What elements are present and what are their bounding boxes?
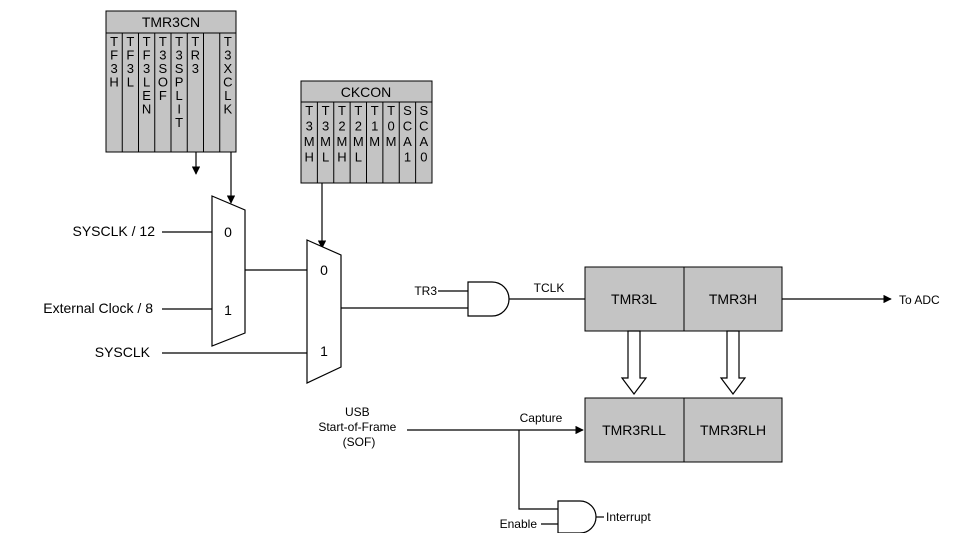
mux1-input1-label: 1 [224, 302, 232, 318]
tmr3h-label: TMR3H [709, 291, 757, 307]
timer-registers: TMR3L TMR3H [584, 266, 783, 332]
mux1-input0-label: 0 [224, 224, 232, 240]
to-adc-label: To ADC [899, 293, 940, 307]
usb-sof-label: USB Start-of-Frame (SOF) [318, 405, 399, 449]
ext-clock-div8-label: External Clock / 8 [43, 300, 153, 316]
interrupt-label: Interrupt [606, 510, 651, 524]
sysclk-label: SYSCLK [95, 344, 151, 360]
mux2-input1-label: 1 [320, 343, 328, 359]
tmr3cn-title: TMR3CN [142, 14, 200, 30]
mux1: 0 1 [211, 195, 246, 347]
capture-label: Capture [520, 411, 563, 425]
reload-registers: TMR3RLL TMR3RLH [584, 397, 783, 463]
tmr3rlh-label: TMR3RLH [700, 422, 766, 438]
usb-sof-line-1: USB [345, 405, 370, 419]
usb-sof-line-2: Start-of-Frame [318, 420, 396, 434]
tmr3l-to-tmr3rll-arrow [620, 330, 648, 395]
tmr3rll-label: TMR3RLL [602, 422, 666, 438]
tclk-and-gate [467, 281, 510, 317]
sof-interrupt-branch-wire [518, 430, 558, 510]
mux2-input0-label: 0 [320, 262, 328, 278]
enable-label: Enable [500, 517, 538, 531]
interrupt-and-gate [557, 500, 597, 533]
tr3-label: TR3 [414, 284, 437, 298]
tmr3l-label: TMR3L [611, 291, 657, 307]
tclk-label: TCLK [534, 281, 565, 295]
sysclk-div12-label: SYSCLK / 12 [73, 223, 156, 239]
ckcon-title: CKCON [341, 84, 392, 100]
mux2: 0 1 [306, 239, 342, 384]
usb-sof-line-3: (SOF) [343, 435, 376, 449]
tmr3h-to-tmr3rlh-arrow [719, 330, 747, 395]
